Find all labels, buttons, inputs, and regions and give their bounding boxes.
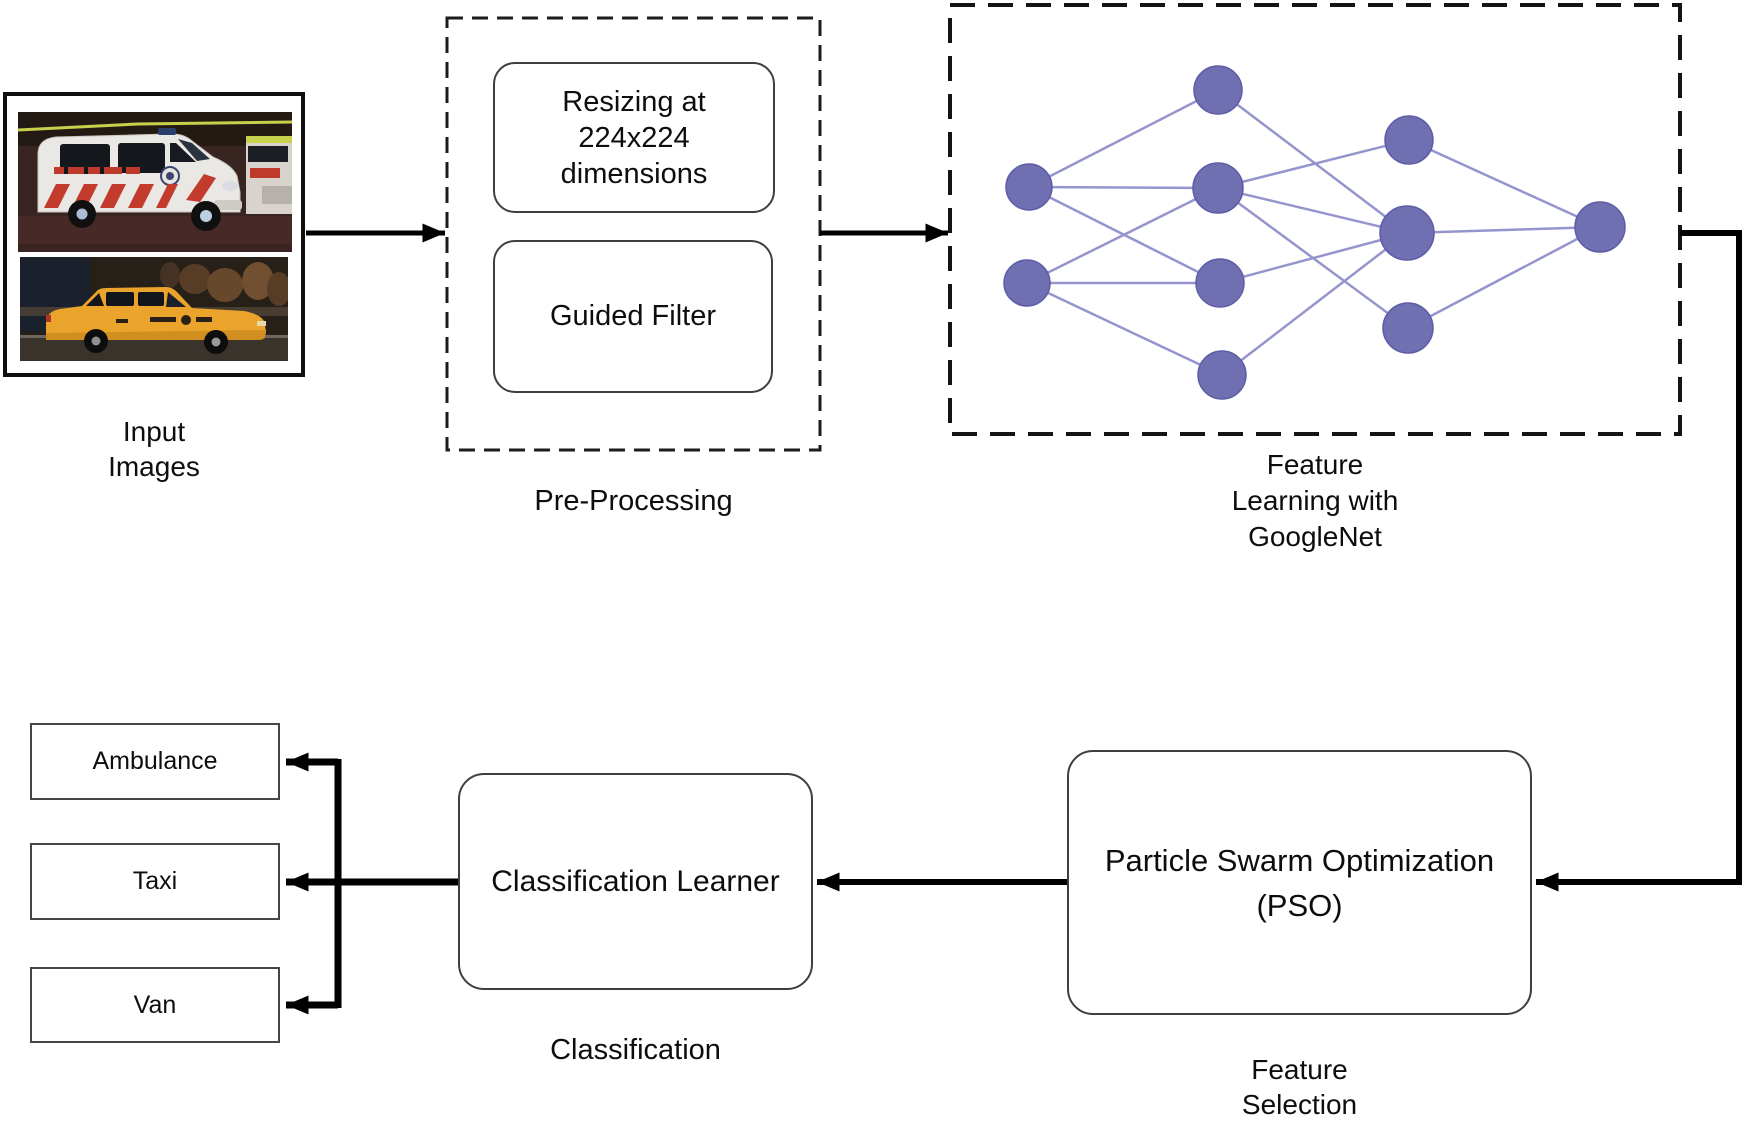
network-node [1197,350,1247,400]
input-images-box [3,92,305,377]
network-node [1193,65,1243,115]
input-images-label: Input Images [108,416,200,482]
class-box-taxi: Taxi [30,843,280,920]
class-box-van: Van [30,967,280,1043]
network-node [1379,205,1435,261]
classification-learner-box: Classification Learner [458,773,813,990]
network-node [1192,162,1244,214]
network-node [1574,201,1626,253]
taxi-photo [20,257,288,361]
guided-filter-step-box: Guided Filter [493,240,773,393]
network-node [1384,115,1434,165]
feature-learning-label: Feature Learning with GoogleNet [1231,449,1399,552]
network-nodes [1003,65,1626,400]
preprocessing-label: Pre-Processing [534,485,733,517]
arrow-googlenet-to-pso [1536,230,1742,892]
pso-box: Particle Swarm Optimization (PSO) [1067,750,1532,1015]
network-node [1195,258,1245,308]
network-edges [1026,88,1601,377]
network-node [1005,163,1053,211]
googlenet-dashed-box [948,3,1682,436]
feature-selection-label: Feature Selection [1241,1054,1358,1120]
classification-label: Classification [550,1034,721,1066]
ambulance-photo [18,112,292,252]
network-node [1003,259,1051,307]
class-box-ambulance: Ambulance [30,723,280,800]
network-node [1382,302,1434,354]
resizing-step-box: Resizing at 224x224 dimensions [493,62,775,213]
